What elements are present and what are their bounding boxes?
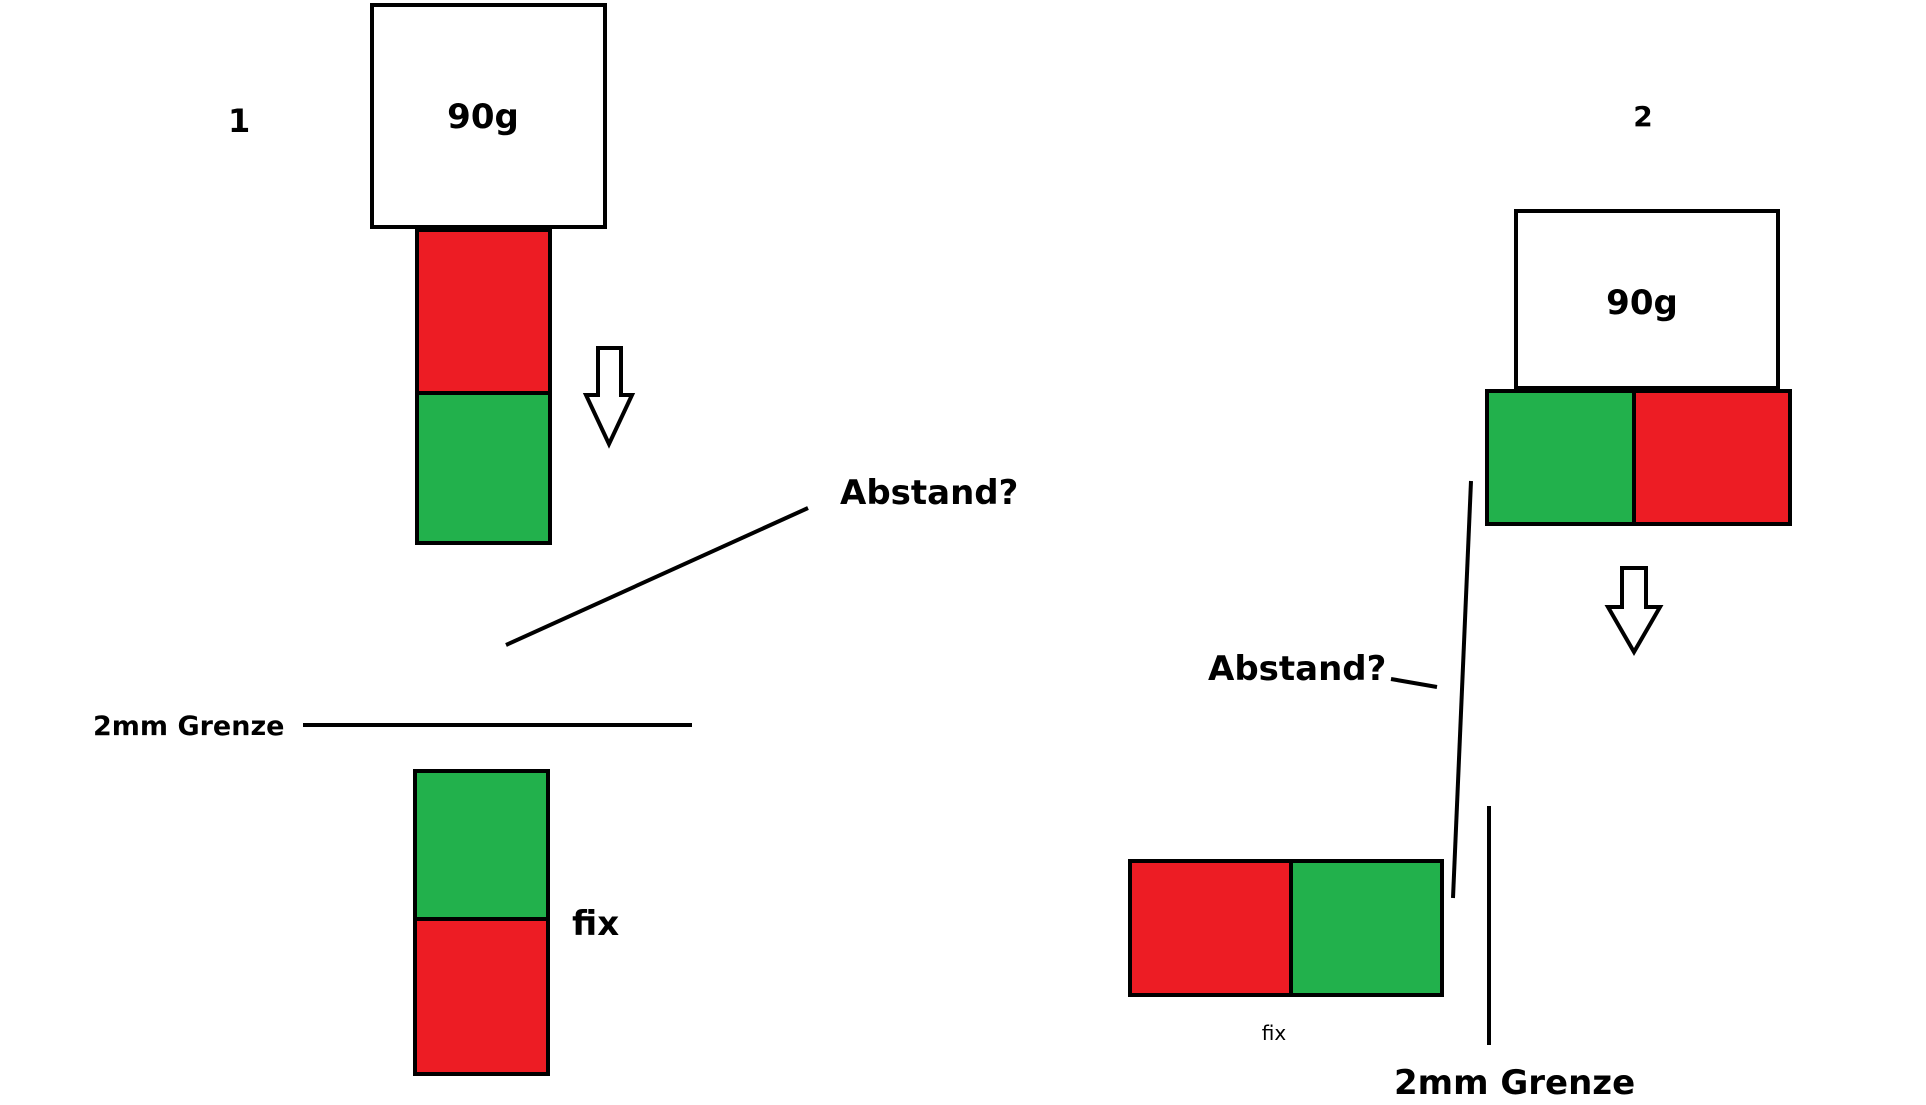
scenario-2: 2 90g Abstand? fix 2mm Grenze bbox=[1128, 100, 1792, 1103]
weight-box-2 bbox=[1514, 209, 1780, 390]
distance-line-2 bbox=[1451, 480, 1473, 899]
moving-magnet-1-red-pole bbox=[415, 228, 552, 395]
moving-magnet-1-green-pole bbox=[415, 391, 552, 545]
weight-box-1 bbox=[370, 3, 607, 229]
arrow-down-icon bbox=[1604, 566, 1664, 656]
fixed-magnet-2-red-pole bbox=[1128, 859, 1293, 997]
distance-pointer-2 bbox=[1390, 677, 1438, 689]
distance-label-2: Abstand? bbox=[1208, 649, 1386, 689]
scenario-1: 1 90g Abstand? 2mm Grenze fix bbox=[93, 3, 1018, 1076]
moving-magnet-2-red-pole bbox=[1632, 389, 1792, 526]
distance-pointer-1 bbox=[505, 506, 809, 647]
fixed-label-2: fix bbox=[1262, 1021, 1287, 1045]
fixed-label-1: fix bbox=[572, 904, 619, 944]
arrow-down-icon bbox=[582, 346, 636, 449]
fixed-magnet-1-green-pole bbox=[413, 769, 550, 921]
distance-label-1: Abstand? bbox=[840, 473, 1018, 513]
weight-label-2: 90g bbox=[1606, 283, 1678, 323]
limit-label-1: 2mm Grenze bbox=[93, 711, 285, 742]
weight-label-1: 90g bbox=[447, 97, 519, 137]
moving-magnet-2-green-pole bbox=[1485, 389, 1636, 526]
scenario-2-label: 2 bbox=[1633, 100, 1652, 133]
fixed-magnet-2-green-pole bbox=[1289, 859, 1444, 997]
scenario-1-label: 1 bbox=[228, 102, 250, 140]
limit-label-2: 2mm Grenze bbox=[1394, 1063, 1635, 1103]
fixed-magnet-1-red-pole bbox=[413, 917, 550, 1076]
